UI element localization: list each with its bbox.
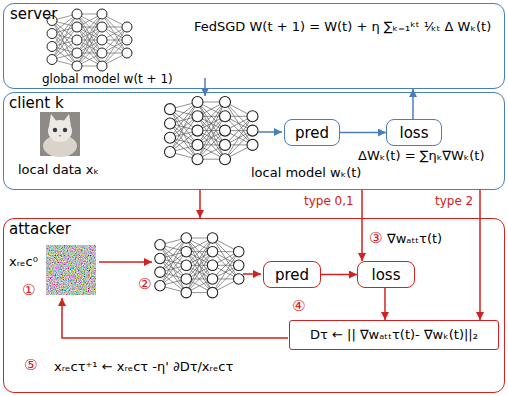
distance-box: Dτ ← || ∇wₐₜₜτ(t)- ∇wₖ(t)||₂ [289,320,499,350]
flow-arrow [479,190,481,320]
box-label: pred [295,124,329,142]
box-label: loss [372,266,401,284]
flow-arrow [361,190,363,261]
process-box: loss [386,119,442,146]
box-label: loss [400,124,429,142]
local-model-icon [165,97,259,165]
formula: ΔWₖ(t) = ∑ηₖ∇Wₖ(t) [358,148,485,164]
panel-title: server [10,5,57,23]
flow-arrow [258,131,282,133]
flow-arrow [199,190,201,218]
noise-image [46,245,96,295]
data-label: local data xₖ [18,162,99,178]
panel-title: attacker [9,220,71,238]
model-label: local model wₖ(t) [251,165,361,181]
process-box: pred [284,119,340,146]
flow-arrow [412,89,414,119]
flow-arrow [384,288,386,320]
box-label: Dτ ← || ∇wₐₜₜτ(t)- ∇wₖ(t)||₂ [310,327,478,343]
download-arrow [204,78,206,96]
flow-arrow [99,261,152,263]
model-label: global model w(t + 1) [42,72,173,86]
flow-arrow [321,274,357,276]
global-model-icon [47,9,132,71]
panel-title: client k [9,94,64,112]
formula: FedSGD W(t + 1) = W(t) + η ∑ₖ₌₁ᵏᵗ ¹⁄ₖₜ Δ… [194,19,491,35]
gradient-label: ∇wₐₜₜτ(t) [387,231,442,247]
client-panel: pred loss client k local data xₖ local model… [3,92,505,190]
edge-label: type 2 [434,195,474,209]
process-box: loss [357,261,415,288]
box-label: pred [275,266,309,284]
flow-arrow [340,132,386,134]
callout-number: ⑤ [24,357,37,374]
feedback-arrow [62,298,288,338]
process-box: pred [263,261,321,288]
server-panel: server global model w(t + 1) FedSGD W(t + … [3,3,505,89]
callout-number: ② [138,276,151,293]
callout-number: ① [22,282,35,299]
attacker-model-icon [155,233,244,298]
flow-arrow [243,273,261,275]
callout-number: ④ [292,298,305,315]
edge-label: type 0,1 [303,195,355,209]
callout-number: ③ [369,230,382,247]
formula: xᵣₑcτ⁺¹ ← xᵣₑcτ -η' ∂Dτ/xᵣₑcτ [54,359,233,375]
cat-image [40,112,80,157]
attacker-panel: pred loss Dτ ← || ∇wₐₜₜτ(t)- ∇wₖ(t)||₂ atta… [3,218,505,393]
data-label: xᵣₑc⁰ [9,254,38,270]
